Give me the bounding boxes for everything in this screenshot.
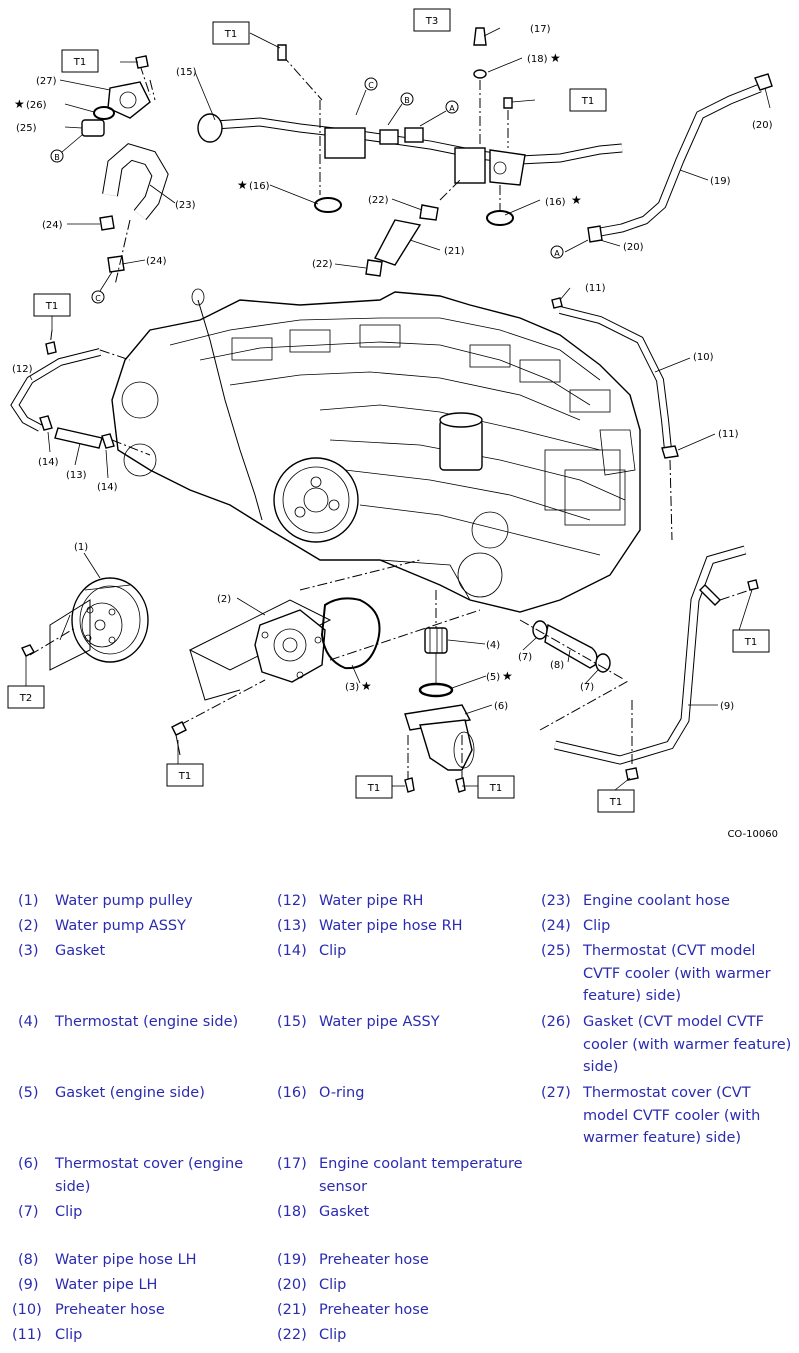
- torque-label: T1: [744, 637, 757, 648]
- marker-b-icon: B: [404, 96, 410, 105]
- water-pump-assy: [171, 599, 332, 756]
- callout-22: (22): [312, 259, 333, 270]
- callout-11: (11): [585, 283, 606, 294]
- callout-21: (21): [444, 246, 465, 257]
- exploded-parts-diagram: T1 T1 T3 T1 T1 T2 T1 T1 T1 T1 T1 (1) (2)…: [7, 8, 778, 840]
- callout-24: (24): [146, 256, 167, 267]
- callout-20: (20): [623, 242, 644, 253]
- callout-9: (9): [720, 701, 734, 712]
- callout-5: (5): [486, 672, 500, 683]
- callout-10: (10): [693, 352, 714, 363]
- callout-18: (18): [527, 54, 548, 65]
- o-ring: [314, 185, 514, 226]
- callout-13: (13): [66, 470, 87, 481]
- engine-block: [111, 288, 641, 613]
- callout-14: (14): [97, 482, 118, 493]
- gasket: [299, 559, 481, 670]
- callout-7: (7): [580, 682, 594, 693]
- torque-label: T1: [367, 783, 380, 794]
- preheater-hose-10: [551, 297, 679, 541]
- callout-1: (1): [74, 542, 88, 553]
- star-icon: ★: [550, 51, 561, 65]
- callout-12: (12): [12, 364, 33, 375]
- callout-17: (17): [530, 24, 551, 35]
- water-pipe-lh: [539, 545, 759, 781]
- callout-19: (19): [710, 176, 731, 187]
- water-pipe-rh: [10, 329, 151, 456]
- marker-b-icon: B: [54, 153, 60, 162]
- callout-24: (24): [42, 220, 63, 231]
- callout-2: (2): [217, 594, 231, 605]
- torque-label: T2: [19, 693, 32, 704]
- star-icon: ★: [14, 97, 25, 111]
- water-pipe-assy: [197, 27, 623, 195]
- torque-label: T1: [609, 797, 622, 808]
- star-icon: ★: [571, 193, 582, 207]
- star-icon: ★: [361, 679, 372, 693]
- marker-a-icon: A: [554, 249, 560, 258]
- callout-25: (25): [16, 123, 37, 134]
- star-icon: ★: [237, 178, 248, 192]
- callout-7: (7): [518, 652, 532, 663]
- callout-27: (27): [36, 76, 57, 87]
- callout-14: (14): [38, 457, 59, 468]
- marker-c-icon: C: [368, 81, 374, 90]
- torque-labels: T1 T1 T3 T1 T1 T2 T1 T1 T1 T1 T1: [7, 8, 770, 813]
- torque-label: T3: [425, 16, 438, 27]
- callout-16: (16): [249, 181, 270, 192]
- figure-code: CO-10060: [727, 829, 778, 840]
- callout-20: (20): [752, 120, 773, 131]
- torque-label: T1: [73, 57, 86, 68]
- torque-label: T1: [178, 771, 191, 782]
- engine-coolant-hose: [99, 143, 169, 286]
- star-symbols: ★ ★ ★ ★ ★ ★: [14, 51, 582, 693]
- callout-6: (6): [494, 701, 508, 712]
- torque-label: T1: [45, 301, 58, 312]
- callout-23: (23): [175, 200, 196, 211]
- callout-4: (4): [486, 640, 500, 651]
- callout-3: (3): [345, 682, 359, 693]
- star-icon: ★: [502, 669, 513, 683]
- marker-a-icon: A: [449, 104, 455, 113]
- cvt-thermostat-group: [81, 55, 156, 137]
- preheater-hose-19: [587, 73, 773, 243]
- preheater-hose-21: [365, 179, 461, 277]
- leader-lines: [25, 27, 771, 791]
- parts-legend: (1)Water pump pulley (2)Water pump ASSY …: [12, 893, 792, 1343]
- callout-15: (15): [176, 67, 197, 78]
- torque-label: T1: [581, 96, 594, 107]
- circle-markers: C B A A B C: [50, 77, 564, 304]
- water-pipe-hose-lh: [519, 619, 626, 681]
- callout-8: (8): [550, 660, 564, 671]
- thermostat-group: [404, 590, 475, 793]
- torque-label: T1: [224, 29, 237, 40]
- callout-11: (11): [718, 429, 739, 440]
- callout-26: (26): [26, 100, 47, 111]
- callout-22: (22): [368, 195, 389, 206]
- callout-16: (16): [545, 197, 566, 208]
- callout-numbers: (1) (2) (3) (4) (5) (6) (7) (7) (8) (9) …: [12, 24, 773, 712]
- marker-c-icon: C: [95, 294, 101, 303]
- water-pump-pulley: [21, 577, 149, 671]
- torque-label: T1: [489, 783, 502, 794]
